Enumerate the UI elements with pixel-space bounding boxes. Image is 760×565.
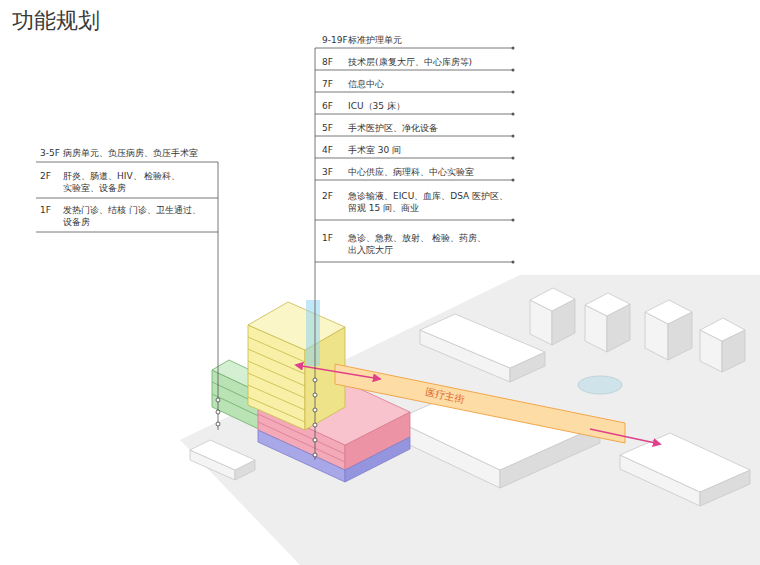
floor-line — [248, 337, 305, 362]
table-rule — [315, 70, 513, 71]
floor-code: 1F — [40, 204, 51, 216]
floor-dot — [313, 393, 317, 397]
floor-code: 5F — [322, 122, 333, 134]
flow-arrow — [296, 365, 380, 379]
flow-arrow — [590, 429, 660, 444]
table-rule — [315, 158, 513, 159]
table-rule — [315, 180, 513, 181]
floor-dot — [216, 422, 220, 426]
table-rule — [36, 232, 218, 233]
rule-end-dot — [512, 69, 515, 72]
table-rule — [315, 48, 513, 49]
rule-end-dot — [512, 157, 515, 160]
floor-code: 2F — [322, 190, 333, 202]
tower-roof — [585, 293, 630, 316]
floor-code: 3F — [322, 166, 333, 178]
floor-function: 急诊输液、EICU、血库、DSA 医护区、留观 15 间、商业 — [348, 190, 513, 214]
floor-function: 标准护理单元 — [348, 34, 513, 46]
page-title: 功能规划 — [12, 8, 100, 34]
rule-end-dot — [512, 135, 515, 138]
ground — [180, 275, 760, 565]
floor-code: 2F — [40, 170, 51, 182]
rule-end-dot — [512, 179, 515, 182]
tower-roof — [645, 300, 692, 324]
floor-function: ICU（35 床） — [348, 100, 513, 112]
leader-line — [315, 48, 316, 460]
table-rule — [315, 136, 513, 137]
floor-dot — [313, 378, 317, 382]
table-rule — [315, 92, 513, 93]
floor-code: 8F — [322, 56, 333, 68]
tower-roof — [700, 318, 745, 341]
floor-function: 肝炎、肠道、HIV、 检验科、实验室、设备房 — [63, 170, 208, 194]
rule-end-dot — [512, 113, 515, 116]
floor-dot — [313, 438, 317, 442]
floor-dot — [216, 410, 220, 414]
floor-code: 4F — [322, 144, 333, 156]
floor-line — [248, 385, 305, 410]
basement-face — [345, 437, 410, 482]
floor-function: 手术室 30 间 — [348, 144, 513, 156]
vertical-core — [306, 300, 320, 366]
building-roof — [420, 314, 545, 368]
floor-dot — [313, 408, 317, 412]
pond — [578, 376, 622, 394]
floor-dot — [216, 398, 220, 402]
street-band — [335, 364, 625, 443]
basement-face — [258, 430, 345, 482]
table-rule — [315, 262, 513, 263]
building-roof — [190, 440, 255, 470]
rule-end-dot — [512, 261, 515, 264]
floor-code: 9-19F — [322, 34, 348, 46]
floor-line — [248, 373, 305, 398]
floor-dot — [313, 453, 317, 457]
floor-function: 信息中心 — [348, 78, 513, 90]
floor-function: 急诊、急救、放射、 检验、药房、出入院大厅 — [348, 232, 513, 256]
table-rule — [36, 162, 218, 163]
floor-code: 1F — [322, 232, 333, 244]
rule-end-dot — [512, 91, 515, 94]
floor-function: 病房单元、负压病房、负压手术室 — [63, 147, 213, 159]
floor-function: 中心供应、病理科、中心实验室 — [348, 166, 513, 178]
tower-roof — [248, 302, 345, 350]
floor-dot — [313, 423, 317, 427]
table-rule — [36, 198, 218, 199]
rule-end-dot — [512, 219, 515, 222]
rule-end-dot — [512, 47, 515, 50]
floor-line — [248, 397, 305, 422]
floor-function: 技术层(康复大厅、中心库房等) — [348, 56, 513, 68]
floor-line — [248, 349, 305, 374]
floor-function: 发热门诊、结核 门诊、卫生通过、设备房 — [63, 204, 208, 228]
tower-roof — [530, 288, 575, 311]
floor-code: 7F — [322, 78, 333, 90]
floor-function: 手术医护区、净化设备 — [348, 122, 513, 134]
leader-line — [218, 162, 219, 430]
table-rule — [315, 220, 513, 221]
floor-code: 3-5F — [40, 147, 60, 159]
table-rule — [315, 114, 513, 115]
floor-code: 6F — [322, 100, 333, 112]
building-roof — [620, 433, 750, 492]
